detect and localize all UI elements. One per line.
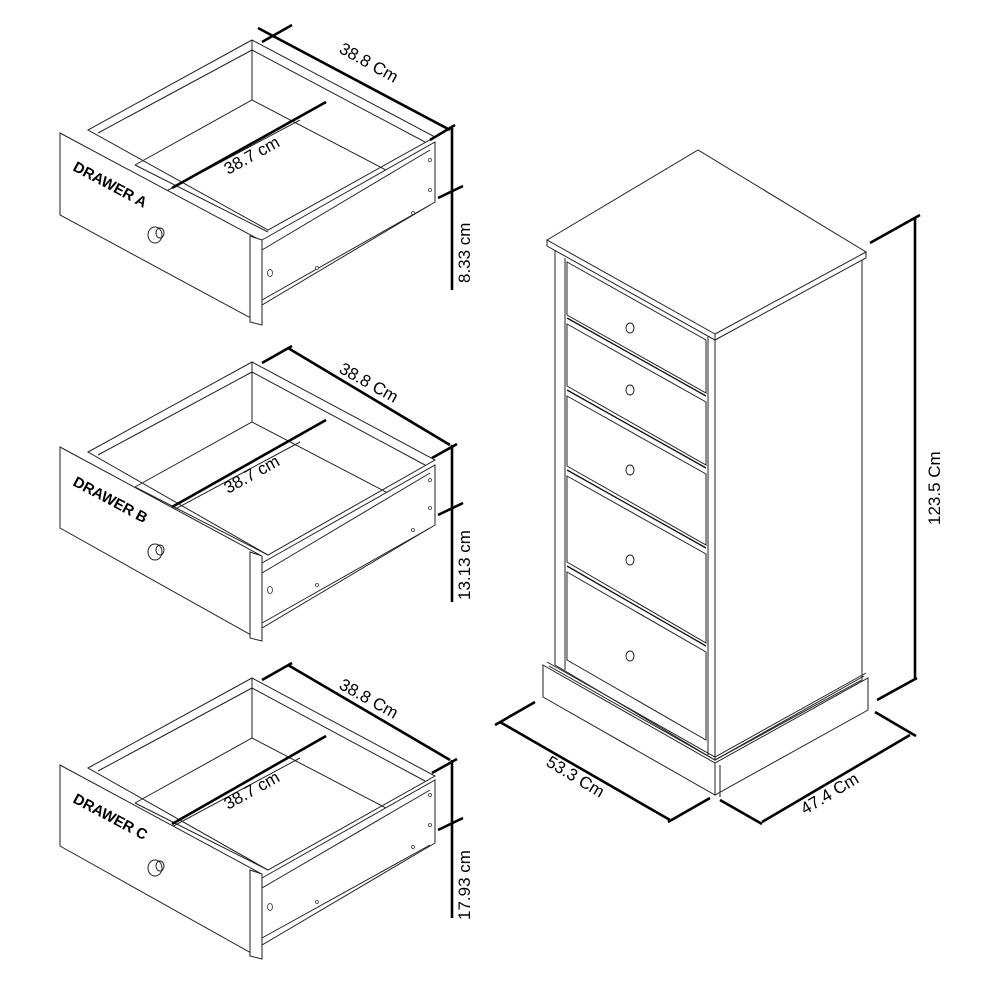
chest-drawer-3 [566,389,707,546]
drawer-b-height: 13.13 cm [455,530,474,600]
drawer-a-height: 8.33 cm [455,223,474,283]
chest-drawer-1 [566,261,707,394]
chest-drawer-4 [566,469,707,644]
chest-width-label: 53.3 Cm [543,752,608,801]
chest-drawer-2 [566,317,707,466]
drawer-c-height: 17.93 cm [455,850,474,920]
tall-chest: 123.5 Cm 53.3 Cm 47.4 Cm [494,149,944,826]
drawer-c: DRAWER C 38.7 cm 38.8 Cm 17.93 cm [59,661,474,960]
drawer-b: DRAWER B 38.7 cm 38.8 Cm 13.13 cm [59,344,474,642]
drawer-a: DRAWER A 38.7 cm 38.8 Cm 8.33 cm [59,23,474,326]
chest-drawer-5 [566,565,707,741]
chest-height-label: 123.5 Cm [925,451,944,525]
chest-depth-label: 47.4 Cm [797,769,862,818]
drawer-a-outer-width: 38.8 Cm [336,39,401,87]
